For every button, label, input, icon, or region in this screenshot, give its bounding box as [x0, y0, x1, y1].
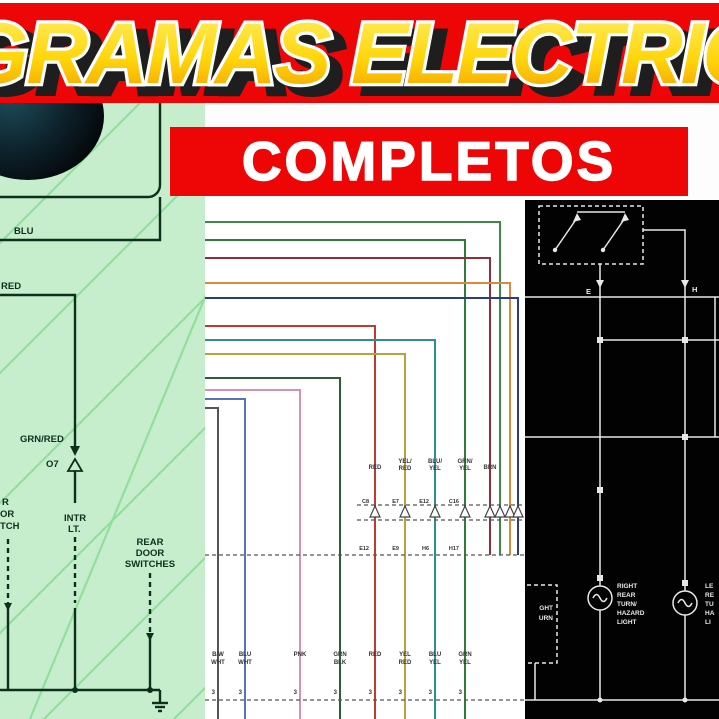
- bottom-wire-label: YEL: [459, 660, 471, 666]
- wire-label: RED: [399, 466, 412, 472]
- subtitle-text: COMPLETOS: [241, 130, 617, 192]
- label-door: DOOR: [136, 548, 165, 559]
- terminal-label-e: E: [586, 287, 591, 296]
- label-rear: REAR: [137, 537, 164, 548]
- colored-wires: [205, 221, 519, 719]
- bottom-wire-label: B/W: [212, 652, 224, 658]
- connector-label: E12: [359, 546, 369, 552]
- connector-arrow: [66, 457, 84, 472]
- pin-number: 3: [334, 690, 338, 696]
- wire-label: GRN/: [458, 459, 473, 465]
- bottom-wire-label: BLU: [239, 652, 251, 658]
- edge-box-label: GHT: [539, 605, 553, 612]
- black-wiring-diagram: E H RIGHT REAR TURN/ HAZARD LIGHT LE RE …: [512, 205, 719, 703]
- lamp-label: RIGHT: [617, 583, 637, 590]
- connector-label: H6: [422, 546, 429, 552]
- bottom-wire-label: RED: [399, 660, 412, 666]
- bottom-wire-label: WHT: [238, 660, 252, 666]
- label-intr: INTR: [64, 513, 86, 524]
- relay-box: [538, 205, 686, 290]
- edge-label-or: OR: [0, 509, 14, 520]
- title-text: GRAMAS ELECTRIC: [0, 6, 719, 102]
- label-switches: SWITCHES: [125, 559, 175, 570]
- label-lt: LT.: [68, 524, 81, 535]
- pin-number: 3: [294, 690, 298, 696]
- wire-label-red: RED: [1, 281, 21, 292]
- connector-band: [205, 504, 525, 701]
- lamp-label-cut: LE: [705, 583, 714, 590]
- connector-label: E7: [392, 499, 399, 505]
- pin-number: 3: [212, 690, 216, 696]
- connector-label: C16: [449, 499, 459, 505]
- lamp-label: LIGHT: [617, 619, 637, 626]
- bottom-wire-label: BLU: [429, 652, 441, 658]
- relay-contacts: [552, 213, 689, 288]
- edge-box-label: URN: [539, 615, 553, 622]
- edge-label-r: R: [2, 497, 9, 508]
- bus-lines: [512, 290, 719, 701]
- pin-number: 3: [459, 690, 463, 696]
- wire-label-blu: BLU: [14, 226, 34, 237]
- bottom-wire-label: WHT: [211, 660, 225, 666]
- lamp-label: TURN/: [617, 601, 637, 608]
- pin-number: 3: [239, 690, 243, 696]
- wire-label: YEL: [459, 466, 471, 472]
- connector-label: E9: [392, 546, 399, 552]
- lamp-label-cut: TU: [705, 601, 714, 608]
- bottom-wire-label: YEL: [399, 652, 411, 658]
- pin-number: 3: [429, 690, 433, 696]
- wire-label: YEL: [429, 466, 441, 472]
- lamp-label-cut: LI: [705, 619, 711, 626]
- wire-label: YEL/: [398, 459, 412, 465]
- bottom-wire-label: YEL: [429, 660, 441, 666]
- subtitle-banner: COMPLETOS: [170, 127, 688, 196]
- white-wiring-diagram-panel: RED YEL/ RED BLU/ YEL GRN/ YEL BRN C8 E7…: [205, 103, 525, 719]
- connector-label: C8: [362, 499, 369, 505]
- title-shadow: GRAMAS ELECTRIC: [0, 15, 719, 103]
- bottom-wire-label: GRN: [333, 652, 346, 658]
- title-banner: GRAMAS ELECTRIC GRAMAS ELECTRIC: [0, 3, 719, 103]
- lamp-label-cut: RE: [705, 592, 715, 599]
- lamp-label: HAZARD: [617, 610, 645, 617]
- edge-label-tch: TCH: [0, 521, 20, 532]
- bottom-wire-label: RED: [369, 652, 382, 658]
- black-wiring-diagram-panel: E H RIGHT REAR TURN/ HAZARD LIGHT LE RE …: [512, 200, 719, 719]
- pin-number: 3: [369, 690, 373, 696]
- lamp-label-cut: HA: [705, 610, 715, 617]
- connector-arrows: [369, 504, 524, 518]
- bottom-wire-label: PNK: [294, 652, 307, 658]
- connector-label-o7: O7: [46, 459, 59, 470]
- wire-label: BLU/: [428, 459, 442, 465]
- wiring-nodes: [4, 446, 154, 693]
- title-text-graphic: GRAMAS ELECTRIC GRAMAS ELECTRIC: [0, 3, 719, 103]
- wire-label-grn-red: GRN/RED: [20, 434, 64, 445]
- lamp-label: REAR: [617, 592, 636, 599]
- bottom-wire-label: GRN: [458, 652, 471, 658]
- pin-number: 3: [399, 690, 403, 696]
- green-wiring-diagram-panel: BLU RED GRN/RED O7 INTR LT. R OR TCH REA…: [0, 51, 719, 719]
- wire-label: RED: [369, 465, 382, 471]
- white-wiring-diagram: RED YEL/ RED BLU/ YEL GRN/ YEL BRN C8 E7…: [205, 221, 525, 719]
- bottom-wire-label: BLK: [334, 660, 347, 666]
- terminal-label-h: H: [692, 285, 697, 294]
- connector-label: E12: [419, 499, 429, 505]
- node-squares: [597, 337, 688, 703]
- connector-label: H17: [449, 546, 459, 552]
- wire-label: BRN: [484, 465, 497, 471]
